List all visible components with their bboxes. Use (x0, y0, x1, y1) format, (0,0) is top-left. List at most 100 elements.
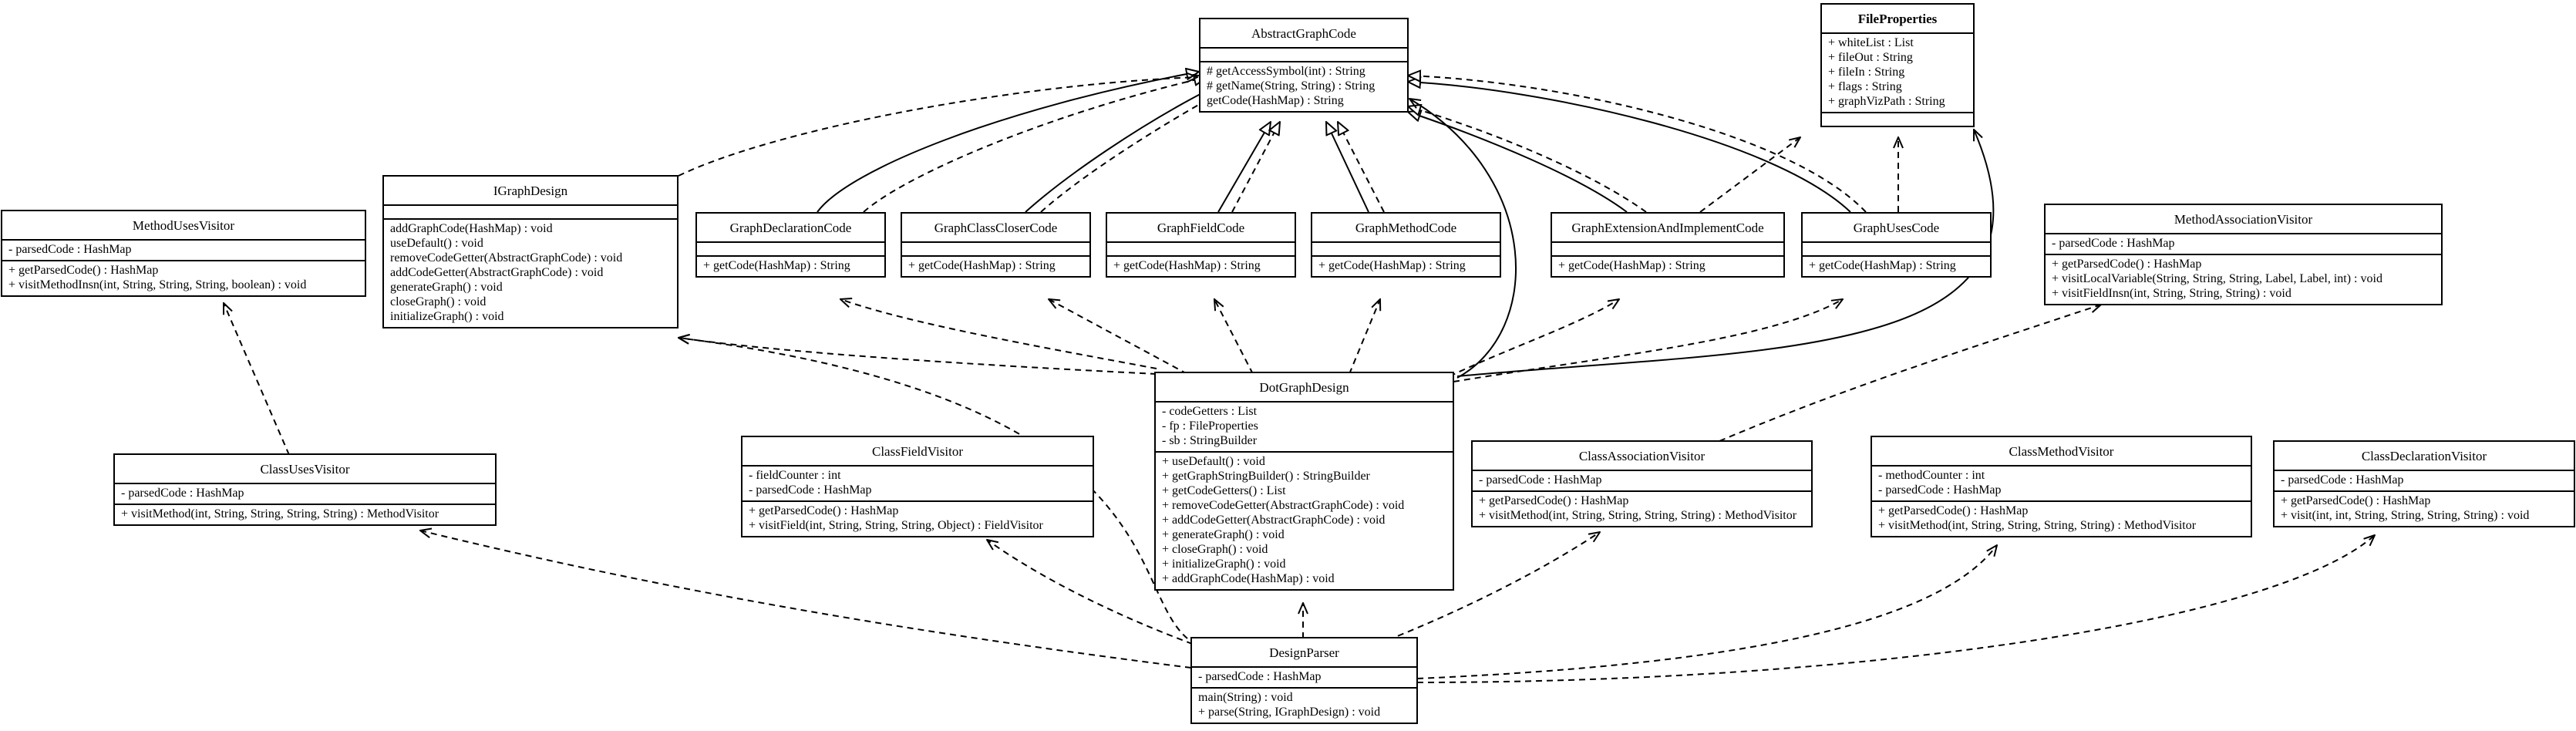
class-graph-field-code: GraphFieldCode + getCode(HashMap) : Strin… (1106, 212, 1296, 278)
edge-dotgraphdesign-to-fileproperties (1456, 130, 1995, 377)
class-graph-class-closer-code: GraphClassCloserCode + getCode(HashMap) :… (901, 212, 1091, 278)
class-class-field-visitor: ClassFieldVisitor- fieldCounter : int- p… (741, 436, 1094, 537)
class-name: DesignParser (1269, 645, 1339, 660)
class-method: + initializeGraph() : void (1162, 558, 1286, 571)
class-method: + getCode(HashMap) : String (908, 259, 1056, 272)
edge-method-extends-abstract (1326, 122, 1369, 213)
class-method: + getParsedCode() : HashMap (1878, 504, 2028, 517)
class-attribute: - parsedCode : HashMap (121, 487, 244, 500)
class-method: + visitMethod(int, String, String, Strin… (1878, 519, 2197, 532)
class-method: getCode(HashMap) : String (1207, 94, 1344, 107)
class-box (1471, 440, 1813, 527)
class-name: GraphExtensionAndImplementCode (1571, 221, 1763, 235)
class-box (1106, 212, 1296, 278)
class-graph-method-code: GraphMethodCode+ getCode(HashMap) : Stri… (1311, 212, 1501, 278)
class-boxes: AbstractGraphCode # getAccessSymbol(int) … (1, 3, 2575, 724)
class-attribute: - parsedCode : HashMap (749, 483, 872, 497)
class-dot-graph-design: DotGraphDesign- codeGetters : List- fp :… (1154, 372, 1454, 591)
class-abstract-graph-code: AbstractGraphCode # getAccessSymbol(int) … (1199, 18, 1409, 113)
class-method: # getAccessSymbol(int) : String (1207, 65, 1365, 78)
class-method: + getParsedCode() : HashMap (1479, 494, 1628, 507)
class-box (113, 453, 497, 526)
class-method: + getCodeGetters() : List (1162, 484, 1286, 497)
class-method: + visit(int, int, String, String, String… (2281, 509, 2529, 522)
class-method: + getCode(HashMap) : String (1558, 259, 1706, 272)
class-box (695, 212, 886, 278)
class-class-uses-visitor: ClassUsesVisitor- parsedCode : HashMap+ … (113, 453, 497, 526)
class-box (1551, 212, 1785, 278)
edge-uses-implements-abstract (1408, 76, 1867, 213)
class-attribute: - parsedCode : HashMap (2052, 237, 2175, 250)
edge-classcloser-extends-abstract (1025, 85, 1218, 213)
class-method: + getParsedCode() : HashMap (8, 264, 158, 277)
class-attribute: - parsedCode : HashMap (1198, 670, 1322, 683)
class-method-association-visitor: MethodAssociationVisitor - parsedCode : H… (2044, 204, 2443, 305)
class-attribute: - parsedCode : HashMap (2281, 473, 2404, 487)
class-method: addCodeGetter(AbstractGraphCode) : void (390, 266, 603, 279)
class-method: # getName(String, String) : String (1207, 79, 1375, 93)
class-box (1820, 3, 1975, 127)
class-method: + visitMethod(int, String, String, Strin… (121, 507, 439, 520)
edge-dotgraphdesign-to-abstract (1409, 99, 1517, 379)
class-name: ClassAssociationVisitor (1579, 449, 1706, 463)
class-name: GraphDeclarationCode (730, 221, 852, 235)
edge-field-implements-abstract (1231, 122, 1280, 213)
edge-extension-implements-abstract (1408, 106, 1647, 213)
class-class-method-visitor: ClassMethodVisitor- methodCounter : int-… (1871, 436, 2252, 537)
class-method: + visitMethod(int, String, String, Strin… (1479, 509, 1797, 522)
class-name: GraphUsesCode (1854, 221, 1939, 235)
class-method: + addCodeGetter(AbstractGraphCode) : voi… (1162, 514, 1385, 527)
class-box (1190, 637, 1418, 724)
class-box (741, 436, 1094, 537)
class-attribute: - codeGetters : List (1162, 405, 1258, 418)
class-method: + visitField(int, String, String, String… (749, 519, 1044, 532)
edge-classusesvisitor-to-methodusesvisitor (224, 303, 290, 456)
class-attribute: - fp : FileProperties (1162, 419, 1258, 433)
edge-classassociation-to-methodassociation (1719, 305, 2101, 442)
edge-dotgraphdesign-to-graphdeclaration (840, 299, 1157, 369)
class-graph-declaration-code: GraphDeclarationCode + getCode(HashMap) :… (695, 212, 886, 278)
edge-dotgraphdesign-to-classcloser (1049, 299, 1188, 375)
class-name: ClassFieldVisitor (872, 444, 963, 459)
class-method: useDefault() : void (390, 237, 483, 250)
edge-dotgraphdesign-to-uses (1453, 299, 1843, 382)
class-method: + visitLocalVariable(String, String, Str… (2052, 272, 2382, 285)
class-method: + visitMethodInsn(int, String, String, S… (8, 278, 306, 291)
edge-dotgraphdesign-to-method (1349, 299, 1380, 375)
class-box (1311, 212, 1501, 278)
class-method: + addGraphCode(HashMap) : void (1162, 572, 1335, 585)
class-name: AbstractGraphCode (1251, 26, 1356, 41)
class-attribute: - methodCounter : int (1878, 469, 1985, 482)
edge-dotgraphdesign-to-extension (1449, 299, 1619, 377)
class-name: IGraphDesign (493, 184, 568, 198)
class-box (382, 175, 679, 328)
class-name: FileProperties (1858, 12, 1938, 26)
class-attribute: + flags : String (1828, 80, 1902, 93)
edge-designparser-to-classfieldvisitor (987, 540, 1204, 648)
class-box (1154, 372, 1454, 591)
class-name: GraphClassCloserCode (934, 221, 1058, 235)
edge-field-extends-abstract (1217, 122, 1271, 213)
edge-dotgraphdesign-to-field (1214, 299, 1254, 375)
class-name: MethodAssociationVisitor (2174, 212, 2313, 227)
class-attribute: + whiteList : List (1828, 36, 1914, 49)
class-method: + getCode(HashMap) : String (703, 259, 850, 272)
edge-igraphdesign-to-abstract (678, 77, 1197, 177)
class-name: GraphFieldCode (1157, 221, 1244, 235)
edge-classcloser-implements-abstract (1040, 89, 1227, 213)
class-box (1199, 18, 1409, 113)
class-file-properties: FileProperties+ whiteList : List+ fileOu… (1820, 3, 1975, 127)
class-method: main(String) : void (1198, 691, 1293, 704)
class-attribute: - sb : StringBuilder (1162, 434, 1258, 447)
class-method: closeGraph() : void (390, 295, 486, 308)
class-box (2273, 440, 2575, 527)
class-class-association-visitor: ClassAssociationVisitor- parsedCode : Ha… (1471, 440, 1813, 527)
class-method-uses-visitor: MethodUsesVisitor- parsedCode : HashMap+… (1, 210, 366, 297)
class-attribute: - parsedCode : HashMap (1878, 483, 2002, 497)
class-method: + getGraphStringBuilder() : StringBuilde… (1162, 470, 1371, 483)
class-design-parser: DesignParser - parsedCode : HashMap main(S… (1190, 637, 1418, 724)
class-box (1801, 212, 1992, 278)
class-method: + getCode(HashMap) : String (1113, 259, 1261, 272)
